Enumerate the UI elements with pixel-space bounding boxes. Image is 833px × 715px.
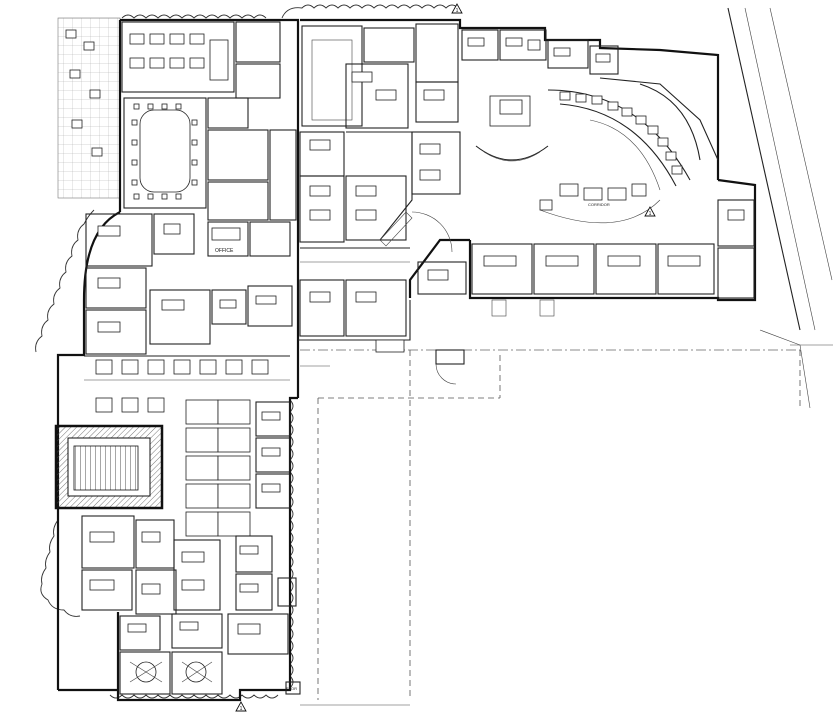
north-east-rooms <box>461 29 619 75</box>
revision-marker-1: 1 <box>451 3 463 14</box>
stair-core <box>54 424 164 510</box>
svg-text:1: 1 <box>240 706 243 712</box>
site-boundary-lines <box>727 7 833 409</box>
west-middle-rooms <box>85 213 293 355</box>
corridor-label: CORRIDOR <box>588 202 610 207</box>
office-label: OFFICE <box>215 248 234 254</box>
svg-text:1: 1 <box>456 8 459 14</box>
workstation-rows <box>84 355 291 537</box>
dashed-site-outline <box>300 349 801 706</box>
revision-marker-3: 1 <box>235 701 247 712</box>
east-wing-rooms <box>417 199 755 299</box>
svg-text:1: 1 <box>649 211 652 217</box>
landscape-grid-area <box>57 17 121 199</box>
south-rooms: STOR <box>119 577 301 695</box>
entry-elements <box>300 299 555 385</box>
revision-marker-2: 1 <box>644 206 656 217</box>
west-upper-rooms: OFFICE <box>121 21 297 257</box>
curved-open-office: CORRIDOR <box>475 77 719 224</box>
small-room-label: STOR <box>286 686 297 691</box>
south-west-rooms <box>81 515 273 615</box>
central-top-rooms <box>299 23 461 353</box>
